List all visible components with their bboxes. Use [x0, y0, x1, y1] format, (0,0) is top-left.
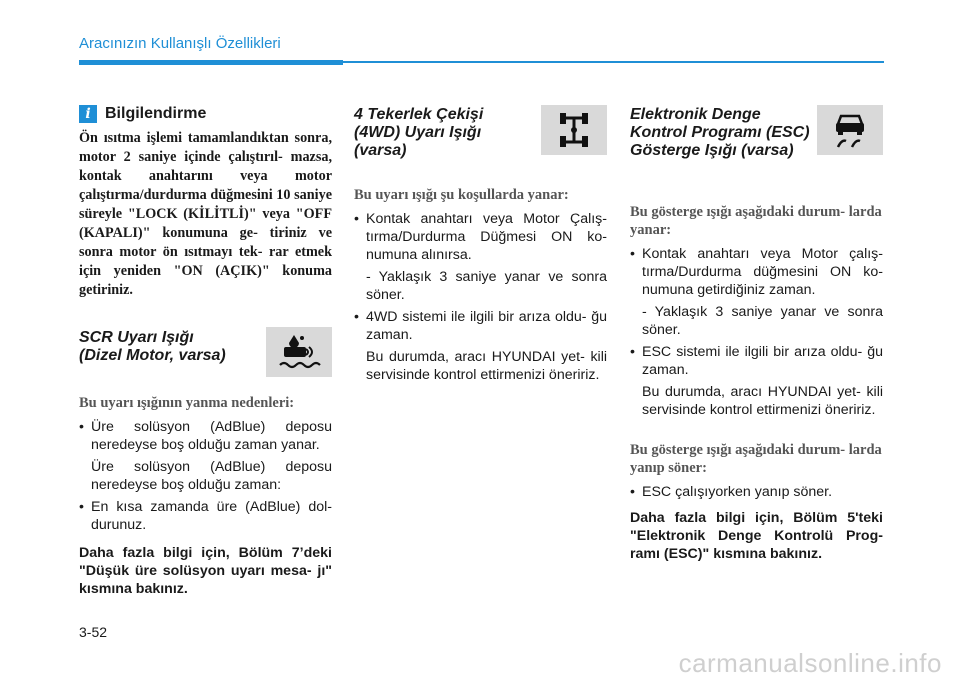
4wd-section-header: 4 Tekerlek Çekişi (4WD) Uyarı Işığı (var… — [354, 105, 607, 160]
esc-bullet1-text: Kontak anahtarı veya Motor çalış- tırma/… — [642, 246, 883, 298]
esc-subheading-1: Bu gösterge ışığı aşağıdaki durum- larda… — [630, 204, 882, 238]
esc-bullet2-cont: Bu durumda, aracı HYUNDAI yet- kili serv… — [642, 384, 883, 418]
4wd-bullet2-text: 4WD sistemi ile ilgili bir arıza oldu- ğ… — [366, 309, 607, 343]
column-middle: 4 Tekerlek Çekişi (4WD) Uyarı Işığı (var… — [354, 105, 607, 388]
esc-title-line3: Gösterge Işığı (varsa) — [630, 142, 794, 159]
4wd-bullet-list: Kontak anahtarı veya Motor Çalış- tırma/… — [354, 210, 607, 384]
esc-bullet2-text: ESC sistemi ile ilgili bir arıza oldu- ğ… — [642, 344, 883, 378]
info-text: Ön ısıtma işlemi tamamlandıktan sonra, m… — [79, 130, 332, 298]
esc-note: Daha fazla bilgi için, Bölüm 5'teki "Ele… — [630, 510, 883, 562]
info-title: Bilgilendirme — [105, 105, 207, 122]
page-number: 3-52 — [79, 624, 108, 640]
esc-bullet-list-2: ESC çalışıyorken yanıp söner. — [630, 483, 883, 501]
scr-warning-icon — [266, 327, 332, 377]
info-icon: i — [79, 105, 97, 123]
scr-title: SCR Uyarı Işığı (Dizel Motor, varsa) — [79, 329, 226, 365]
header-rule-thin — [343, 61, 884, 63]
scr-title-line1: SCR Uyarı Işığı — [79, 329, 194, 346]
column-left: i Bilgilendirme Ön ısıtma işlemi tamamla… — [79, 105, 332, 598]
scr-section-header: SCR Uyarı Işığı (Dizel Motor, varsa) — [79, 327, 332, 377]
list-item: En kısa zamanda üre (AdBlue) dol- durunu… — [79, 498, 332, 534]
4wd-title: 4 Tekerlek Çekişi (4WD) Uyarı Işığı (var… — [354, 106, 483, 160]
list-item: 4WD sistemi ile ilgili bir arıza oldu- ğ… — [354, 308, 607, 384]
esc-title: Elektronik Denge Kontrol Programı (ESC) … — [630, 106, 810, 160]
esc-indicator-icon — [817, 105, 883, 155]
4wd-bullet2-cont: Bu durumda, aracı HYUNDAI yet- kili serv… — [366, 349, 607, 383]
watermark: carmanualsonline.info — [678, 648, 942, 678]
list-item: Kontak anahtarı veya Motor çalış- tırma/… — [630, 245, 883, 339]
4wd-bullet1-dash: - Yaklaşık 3 saniye yanar ve sonra söner… — [366, 269, 607, 303]
4wd-title-line1: 4 Tekerlek Çekişi — [354, 106, 484, 123]
list-item: ESC çalışıyorken yanıp söner. — [630, 483, 883, 501]
column-right: Elektronik Denge Kontrol Programı (ESC) … — [630, 105, 883, 563]
list-item: ESC sistemi ile ilgili bir arıza oldu- ğ… — [630, 343, 883, 419]
scr-subheading: Bu uyarı ışığının yanma nedenleri: — [79, 395, 295, 411]
header-rule-thick — [79, 60, 343, 65]
scr-bullet-list: Üre solüsyon (AdBlue) deposu neredeyse b… — [79, 418, 332, 534]
esc-section-header: Elektronik Denge Kontrol Programı (ESC) … — [630, 105, 883, 160]
esc-subheading-2: Bu gösterge ışığı aşağıdaki durum- larda… — [630, 442, 882, 476]
page-header-title: Aracınızın Kullanışlı Özellikleri — [79, 35, 281, 52]
scr-bullet1-cont: Üre solüsyon (AdBlue) deposu neredeyse b… — [91, 459, 332, 493]
list-item: Üre solüsyon (AdBlue) deposu neredeyse b… — [79, 418, 332, 494]
esc-bullet1-dash: - Yaklaşık 3 saniye yanar ve sonra söner… — [642, 304, 883, 338]
info-header: i Bilgilendirme — [79, 105, 332, 123]
esc-title-line2: Kontrol Programı (ESC) — [630, 124, 810, 141]
scr-title-line2: (Dizel Motor, varsa) — [79, 347, 226, 364]
4wd-title-line3: (varsa) — [354, 142, 407, 159]
esc-bullet-list-1: Kontak anahtarı veya Motor çalış- tırma/… — [630, 245, 883, 419]
scr-bullet1-text: Üre solüsyon (AdBlue) deposu neredeyse b… — [91, 419, 332, 453]
4wd-warning-icon — [541, 105, 607, 155]
4wd-subheading: Bu uyarı ışığı şu koşullarda yanar: — [354, 187, 569, 203]
scr-note: Daha fazla bilgi için, Bölüm 7’deki "Düş… — [79, 545, 332, 597]
esc-title-line1: Elektronik Denge — [630, 106, 761, 123]
list-item: Kontak anahtarı veya Motor Çalış- tırma/… — [354, 210, 607, 304]
4wd-bullet1-text: Kontak anahtarı veya Motor Çalış- tırma/… — [366, 211, 607, 263]
4wd-title-line2: (4WD) Uyarı Işığı — [354, 124, 482, 141]
